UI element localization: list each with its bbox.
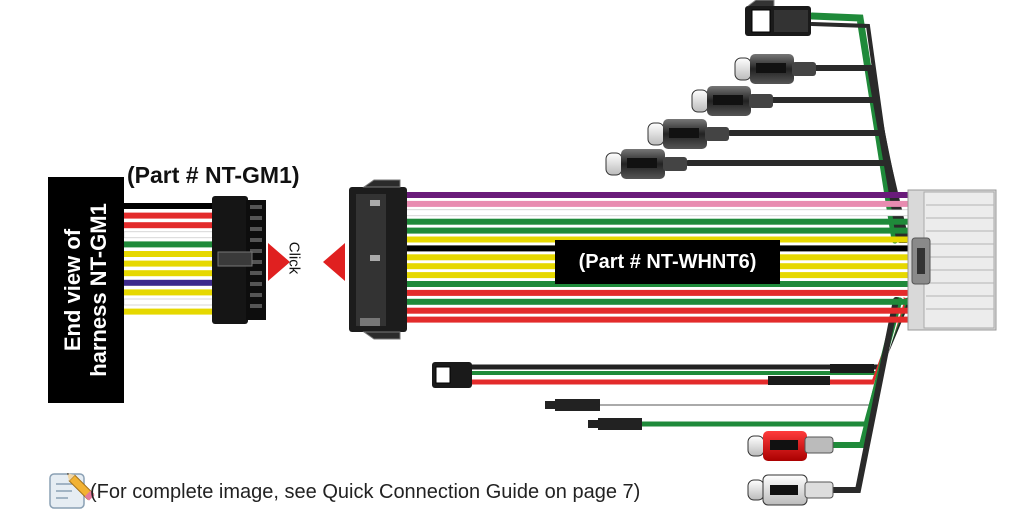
upper-plug-3 [647,119,729,149]
gm1-wire [124,270,214,277]
footnote: (For complete image, see Quick Connectio… [50,472,640,512]
footnote-icon-spacer [50,474,86,510]
part-number-whnt6-label: (Part # NT-WHNT6) [555,240,780,284]
end-view-label: End view of harness NT-GM1 [60,203,112,377]
gm1-wire [124,241,214,248]
upper-branch-wires [685,12,909,244]
end-view-line-1: End view of [60,228,85,352]
upper-plug-4 [605,149,687,179]
upper-plug-1 [734,54,816,84]
gm1-wire [124,212,214,219]
gm1-wire [124,308,214,315]
white-rca-plug [747,474,834,506]
footnote-text: (For complete image, see Quick Connectio… [90,480,641,503]
gm1-wire [124,203,214,209]
bundle-wire [406,289,912,296]
gm1-wire [123,298,215,306]
part-number-gm1-label: (Part # NT-GM1) [127,162,300,188]
click-arrow-left-icon [323,243,345,281]
bundle-wire [406,192,912,198]
bundle-wire [406,281,912,287]
bundle-wire [406,218,912,225]
gm1-wire [124,260,214,267]
whnt6-connector [349,179,407,340]
end-view-line-2: harness NT-GM1 [86,203,111,377]
vehicle-module-connector [907,189,997,331]
bundle-wire [406,298,912,305]
gm1-connector [212,196,266,324]
gm1-wire [124,289,214,296]
end-view-label-box: End view of harness NT-GM1 [48,177,124,403]
bundle-wire [406,316,912,323]
gm1-wire [124,222,214,229]
click-arrow-right-icon [268,243,290,281]
bundle-wire [406,227,912,234]
gm1-wire [123,231,215,239]
upper-plug-2 [691,86,773,116]
bundle-wire [405,209,913,217]
pencil-note-icon [49,473,95,509]
gm1-wire [124,251,214,257]
lower-small-connector [432,362,874,388]
click-label: Click [285,241,303,275]
bundle-wire [406,236,912,243]
top-multi-pin-connector [745,0,811,36]
lower-branch-wires [467,297,911,493]
bundle-wire [406,200,912,207]
lower-wire-terminals [545,399,642,430]
red-rca-plug [747,431,834,461]
bundle-wire [406,307,912,314]
gm1-wire-harness [123,203,215,315]
gm1-wire [124,279,214,286]
